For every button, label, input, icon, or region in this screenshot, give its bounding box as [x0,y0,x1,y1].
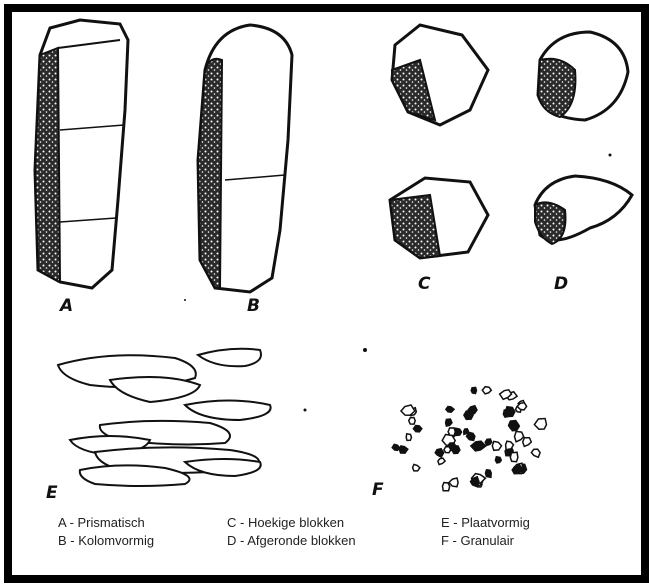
legend-item-c: C - Hoekige blokken [227,514,356,532]
rounded-blocks-drawing [535,32,632,244]
legend-item-e: E - Plaatvormig [441,514,530,532]
panel-letter-a: A [60,296,73,316]
granule [523,438,532,447]
granule [485,439,492,445]
granule [464,429,469,435]
panel-letter-c: C [418,274,430,294]
granule [510,452,518,462]
granule [446,407,454,413]
granular-structure-drawing [392,387,546,491]
platy-structure-drawing [58,349,271,486]
angular-blocks-drawing [390,25,488,258]
granule [409,418,416,425]
granule [486,470,492,478]
granule [509,421,520,431]
panel-letter-e: E [46,483,58,503]
legend-item-b: B - Kolomvormig [58,532,154,550]
granule [413,464,420,471]
granule [495,457,501,463]
panel-letter-f: F [372,480,384,500]
granule [438,458,445,465]
panel-letter-d: D [554,274,568,294]
granule [446,419,452,426]
columnar-structure-drawing [198,25,292,292]
granule [452,445,460,453]
legend-item-d: D - Afgeronde blokken [227,532,356,550]
legend-item-a: A - Prismatisch [58,514,154,532]
granule [482,387,491,394]
granule [468,406,477,414]
granule [503,410,510,417]
granule [492,441,501,450]
granule [515,431,524,441]
granule [443,483,450,491]
prismatic-structure-drawing [35,20,128,288]
granule [471,441,486,451]
granule [435,449,444,457]
granule [449,478,458,487]
panel-letter-b: B [247,296,260,316]
granule [406,434,411,441]
granule [444,447,451,453]
legend-item-f: F - Granulair [441,532,530,550]
granule [534,419,546,430]
legend-column-1: A - Prismatisch B - Kolomvormig [58,514,154,550]
granule [413,426,421,432]
granule [399,446,408,453]
granule [392,444,399,450]
granule [448,428,455,436]
legend-column-2: C - Hoekige blokken D - Afgeronde blokke… [227,514,356,550]
granule [531,449,540,457]
legend-column-3: E - Plaatvormig F - Granulair [441,514,530,550]
granule [401,405,415,415]
granule [471,387,476,393]
